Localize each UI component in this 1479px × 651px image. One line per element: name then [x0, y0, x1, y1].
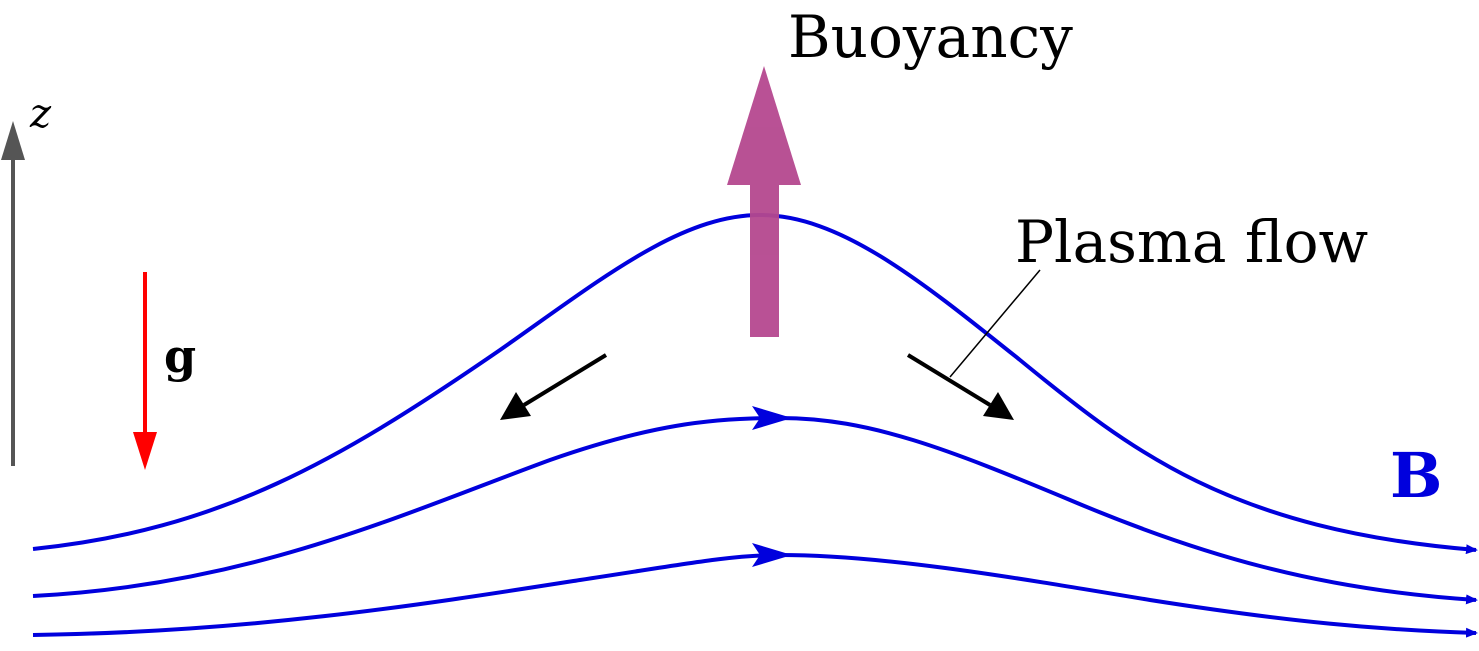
- plasma-flow-arrow-left-head: [500, 392, 531, 420]
- plasma-flow-leader: [949, 269, 1041, 378]
- field-line-middle-arrowhead: [752, 406, 792, 430]
- plasma-flow-label: Plasma flow: [1015, 208, 1368, 276]
- plasma-flow-arrow-right: [906, 353, 1014, 420]
- gravity-arrowhead: [133, 432, 157, 470]
- plasma-flow-arrow-right-head: [983, 392, 1014, 420]
- buoyancy-label: Buoyancy: [788, 3, 1073, 71]
- z-axis-label: z: [29, 91, 52, 137]
- field-line-bottom-arrowhead: [752, 543, 792, 567]
- plasma-flow-arrow-left-shaft: [522, 353, 608, 407]
- gravity-arrow: g: [133, 272, 196, 470]
- z-axis-arrowhead: [1, 121, 25, 160]
- gravity-label: g: [164, 329, 196, 383]
- buoyancy-arrow-shaft: [750, 170, 779, 337]
- z-axis: z: [1, 91, 52, 466]
- plasma-flow-arrow-right-shaft: [906, 353, 992, 407]
- buoyancy-arrowhead: [727, 66, 801, 185]
- plasma-flow-arrow-left: [500, 353, 608, 420]
- buoyancy-arrow: [727, 66, 801, 337]
- magnetic-field-label: B: [1390, 439, 1442, 512]
